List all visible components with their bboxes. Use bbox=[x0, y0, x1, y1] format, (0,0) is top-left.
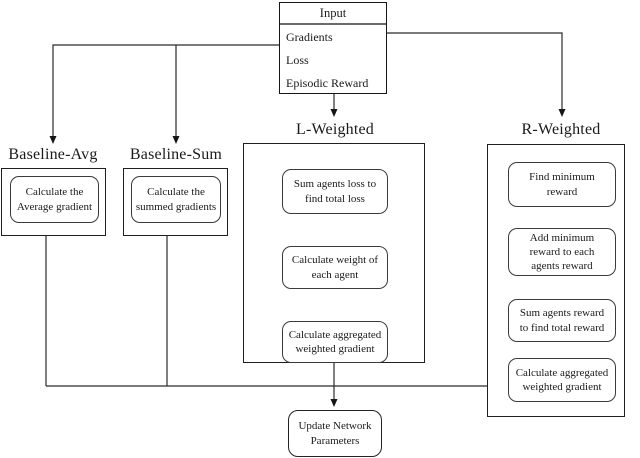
step-label: Sum agents loss to find total loss bbox=[293, 178, 377, 205]
connector-input-to-baseline-avg bbox=[52, 44, 279, 136]
step-box: Find minimum reward bbox=[508, 162, 616, 207]
heading-baseline-sum: Baseline-Sum bbox=[129, 146, 223, 163]
step-label: Add minimum reward to each agents reward bbox=[529, 231, 595, 273]
arrowhead-down-baseline-sum bbox=[172, 136, 180, 144]
step-label: Calculate the summed gradients bbox=[135, 186, 217, 213]
step-box: Calculate aggregated weighted gradient bbox=[282, 321, 388, 363]
arrowhead-down-baseline-avg bbox=[49, 136, 57, 144]
group-r-weighted: Find minimum reward Add minimum reward t… bbox=[487, 144, 625, 417]
heading-baseline-avg: Baseline-Avg bbox=[8, 146, 98, 163]
step-label: Calculate aggregated weighted gradient bbox=[288, 328, 382, 355]
step-box: Sum agents loss to find total loss bbox=[282, 169, 388, 214]
step-label: Calculate the Average gradient bbox=[16, 186, 93, 213]
input-title: Input bbox=[280, 3, 386, 25]
output-node: Update Network Parameters bbox=[288, 410, 382, 457]
step-box: Calculate the Average gradient bbox=[10, 176, 99, 223]
connector-input-to-r-weighted bbox=[387, 32, 563, 109]
arrowhead-down-r-weighted bbox=[558, 109, 566, 117]
step-box: Add minimum reward to each agents reward bbox=[508, 228, 616, 276]
heading-r-weighted: R-Weighted bbox=[521, 121, 601, 138]
step-label: Calculate weight of each agent bbox=[291, 254, 379, 281]
output-label: Update Network Parameters bbox=[298, 420, 372, 447]
input-item-episodic-reward: Episodic Reward bbox=[286, 76, 369, 90]
step-label: Sum agents reward to find total reward bbox=[519, 307, 605, 334]
input-node: Input Gradients Loss Episodic Reward bbox=[279, 2, 387, 94]
step-box: Calculate aggregated weighted gradient bbox=[508, 358, 616, 402]
heading-l-weighted: L-Weighted bbox=[295, 121, 375, 138]
input-item-loss: Loss bbox=[286, 53, 309, 67]
group-baseline-avg: Calculate the Average gradient bbox=[1, 168, 106, 236]
step-label: Calculate aggregated weighted gradient bbox=[515, 366, 609, 393]
step-label: Find minimum reward bbox=[529, 171, 595, 198]
arrowhead-down-output bbox=[330, 399, 338, 407]
arrowhead-down-l-weighted bbox=[330, 109, 338, 117]
group-baseline-sum: Calculate the summed gradients bbox=[123, 168, 228, 236]
input-item-gradients: Gradients bbox=[286, 30, 333, 44]
step-box: Calculate weight of each agent bbox=[282, 246, 388, 289]
step-box: Sum agents reward to find total reward bbox=[508, 299, 616, 342]
group-l-weighted: Sum agents loss to find total loss Calcu… bbox=[243, 143, 425, 363]
step-box: Calculate the summed gradients bbox=[131, 176, 221, 223]
